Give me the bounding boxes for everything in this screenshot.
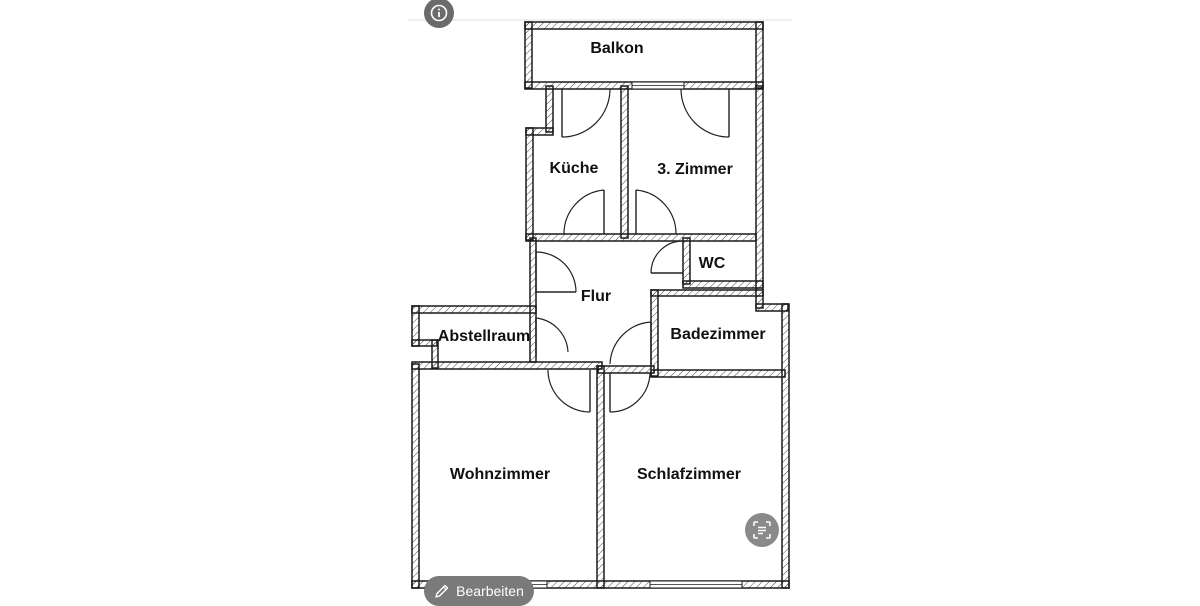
pencil-icon bbox=[435, 584, 449, 598]
room-label-wohnzimmer: Wohnzimmer bbox=[450, 466, 550, 483]
room-label-schlafzimmer: Schlafzimmer bbox=[637, 466, 741, 483]
text-scan-button[interactable] bbox=[745, 513, 779, 547]
edit-button[interactable]: Bearbeiten bbox=[424, 576, 534, 606]
room-label-balkon: Balkon bbox=[590, 40, 643, 57]
text-scan-icon bbox=[753, 521, 771, 539]
edit-button-label: Bearbeiten bbox=[456, 583, 524, 599]
room-label-3-zimmer: 3. Zimmer bbox=[657, 161, 733, 178]
room-label-badezimmer: Badezimmer bbox=[670, 326, 765, 343]
walls bbox=[411, 21, 790, 589]
info-button[interactable] bbox=[424, 0, 454, 28]
room-label-kueche: Küche bbox=[550, 160, 599, 177]
info-icon bbox=[430, 4, 448, 22]
room-label-wc: WC bbox=[699, 255, 726, 272]
doors bbox=[535, 88, 730, 413]
room-label-abstellraum: Abstellraum bbox=[438, 328, 530, 345]
room-label-flur: Flur bbox=[581, 288, 611, 305]
